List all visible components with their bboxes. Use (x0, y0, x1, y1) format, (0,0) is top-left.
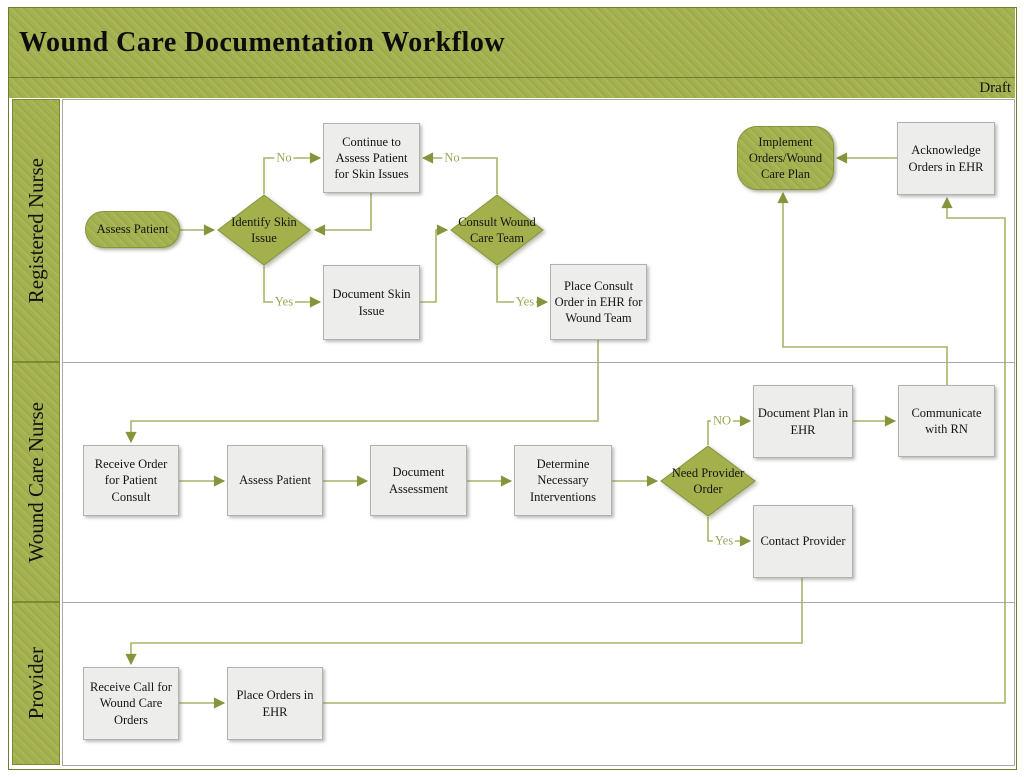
node-label: Document Plan in EHR (757, 406, 849, 437)
node-label: Document Assessment (388, 465, 449, 496)
edge-label-yes: Yes (712, 533, 736, 549)
node-place-consult-order[interactable]: Place Consult Order in EHR for Wound Tea… (550, 264, 647, 340)
node-label: Acknowledge Orders in EHR (908, 143, 984, 174)
node-label: Place Orders in EHR (236, 688, 314, 719)
diamond-shape (217, 194, 311, 266)
node-label: Receive Order for Patient Consult (94, 457, 168, 504)
title-band: Wound Care Documentation Workflow (9, 8, 1015, 78)
node-need-provider-order[interactable]: Need Provider Order (660, 445, 756, 517)
node-contact-provider[interactable]: Contact Provider (753, 505, 853, 578)
node-receive-call[interactable]: Receive Call for Wound Care Orders (83, 667, 179, 740)
node-receive-order[interactable]: Receive Order for Patient Consult (83, 445, 179, 516)
node-label: Assess Patient (96, 222, 169, 237)
node-document-skin-issue[interactable]: Document Skin Issue (323, 265, 420, 340)
node-determine-interventions[interactable]: Determine Necessary Interventions (514, 445, 612, 516)
node-label: Receive Call for Wound Care Orders (90, 680, 172, 727)
node-identify-skin-issue[interactable]: Identify Skin Issue (217, 194, 311, 266)
node-implement-orders[interactable]: Implement Orders/Wound Care Plan (737, 126, 834, 190)
node-document-plan[interactable]: Document Plan in EHR (753, 385, 853, 458)
edge-label-no: NO (710, 413, 734, 429)
lane-label-registered-nurse: Registered Nurse (12, 99, 60, 362)
node-label: Contact Provider (760, 534, 846, 549)
node-label: Identify Skin Issue (231, 214, 297, 245)
edge-label-no: No (274, 150, 294, 166)
lane-label-wound-care-nurse: Wound Care Nurse (12, 362, 60, 602)
page-title: Wound Care Documentation Workflow (19, 26, 506, 58)
node-label: Assess Patient (239, 473, 311, 488)
node-label: Consult Wound Care Team (458, 214, 536, 245)
node-assess-patient[interactable]: Assess Patient (85, 211, 180, 248)
node-label: Need Provider Order (671, 465, 745, 496)
node-place-orders[interactable]: Place Orders in EHR (227, 667, 323, 740)
node-communicate-with-rn[interactable]: Communicate with RN (898, 385, 995, 457)
node-document-assessment[interactable]: Document Assessment (370, 445, 467, 516)
node-consult-wound-care-team[interactable]: Consult Wound Care Team (450, 194, 544, 266)
node-acknowledge-orders[interactable]: Acknowledge Orders in EHR (897, 122, 995, 195)
lane-label-text: Provider (23, 647, 48, 720)
lane-label-text: Wound Care Nurse (23, 401, 48, 563)
node-continue-to-assess[interactable]: Continue to Assess Patient for Skin Issu… (323, 123, 420, 193)
lane-label-text: Registered Nurse (23, 157, 48, 304)
lane-label-provider: Provider (12, 602, 60, 765)
node-label: Implement Orders/Wound Care Plan (748, 134, 823, 182)
lane-provider (62, 602, 1015, 766)
node-label: Document Skin Issue (332, 287, 411, 318)
node-label: Communicate with RN (911, 405, 982, 436)
edge-label-yes: Yes (272, 294, 296, 310)
edge-label-yes: Yes (513, 294, 537, 310)
status-badge: Draft (979, 79, 1011, 96)
node-label: Place Consult Order in EHR for Wound Tea… (554, 278, 643, 326)
node-assess-patient-wcn[interactable]: Assess Patient (227, 445, 323, 516)
node-label: Determine Necessary Interventions (530, 457, 596, 504)
node-label: Continue to Assess Patient for Skin Issu… (334, 134, 409, 182)
edge-label-no: No (442, 150, 462, 166)
diagram-border (8, 7, 1017, 770)
status-band: Draft (9, 78, 1015, 98)
